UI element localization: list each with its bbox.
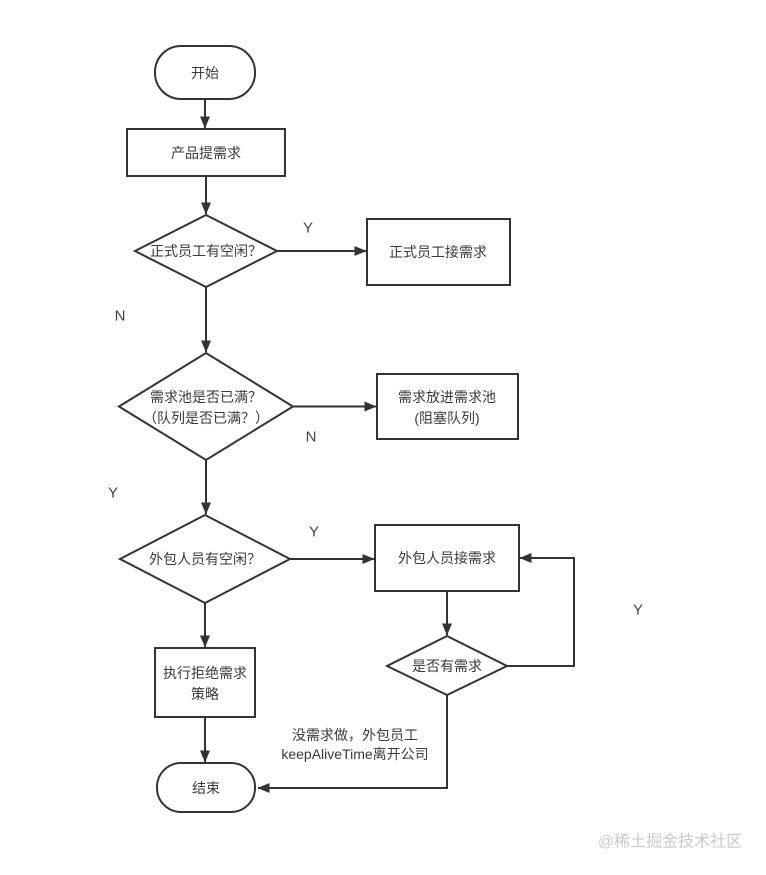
keepalive-note: 没需求做，外包员工 keepAliveTime离开公司 [281,727,428,762]
raise-requirement-shape [126,128,286,177]
keepalive-note-line2: keepAliveTime离开公司 [281,746,428,762]
pool-full-label-line2: （队列是否已满？） [143,410,269,426]
start-label: 开始 [191,65,219,81]
edge-label-pool-full-no: N [306,429,317,446]
end-terminator-shape [156,762,256,813]
outsource-take-shape [374,524,520,592]
process-reject-policy: 执行拒绝需求 策略 [154,647,256,718]
edge-label-regular-free-yes: Y [303,220,313,237]
reject-policy-label-line1: 执行拒绝需求 [163,665,247,681]
node-raise-requirement: 产品提需求 [126,128,286,177]
pool-full-diamond-shape [117,351,295,462]
has-requirement-label: 是否有需求 [412,658,482,674]
reject-policy-shape [154,647,256,718]
outsource-free-diamond-shape [117,513,293,605]
edge-has-requirement-yes-loop [507,553,575,667]
decision-pool-full: 需求池是否已满？ （队列是否已满？） [117,351,295,462]
node-start: 开始 [154,45,256,100]
node-end: 结束 [156,762,256,813]
edge-label-outsource-free-yes: Y [309,524,319,541]
keepalive-note-line1: 没需求做，外包员工 [292,727,418,743]
regular-take-shape [366,218,511,286]
regular-free-diamond-shape [132,213,280,289]
reject-policy-label-line2: 策略 [191,686,219,702]
process-pool-put: 需求放进需求池 (阻塞队列) [376,373,519,440]
raise-requirement-label: 产品提需求 [171,145,241,161]
start-terminator-shape [154,45,256,100]
regular-take-label: 正式员工接需求 [389,244,487,260]
outsource-take-label: 外包人员接需求 [398,550,496,566]
end-label: 结束 [192,780,220,796]
pool-put-shape [376,373,519,440]
pool-put-label-line1: 需求放进需求池 [398,389,496,405]
outsource-free-label: 外包人员有空闲？ [149,551,261,567]
watermark: @稀土掘金技术社区 [598,833,742,851]
regular-free-label: 正式员工有空闲？ [150,243,262,259]
pool-full-label-line1: 需求池是否已满？ [150,389,262,405]
process-outsource-take: 外包人员接需求 [374,524,520,592]
decision-outsource-free: 外包人员有空闲？ [117,513,293,605]
decision-has-requirement: 是否有需求 [384,634,510,697]
edge-has-requirement-no-to-end [257,695,448,793]
edge-label-regular-free-no: N [115,308,126,325]
decision-regular-free: 正式员工有空闲？ [132,213,280,289]
edge-label-has-requirement-yes: Y [633,602,643,619]
has-requirement-diamond-shape [384,634,510,697]
edge-label-pool-full-yes: Y [108,485,118,502]
pool-put-label-line2: (阻塞队列) [414,410,479,426]
process-regular-take: 正式员工接需求 [366,218,511,286]
